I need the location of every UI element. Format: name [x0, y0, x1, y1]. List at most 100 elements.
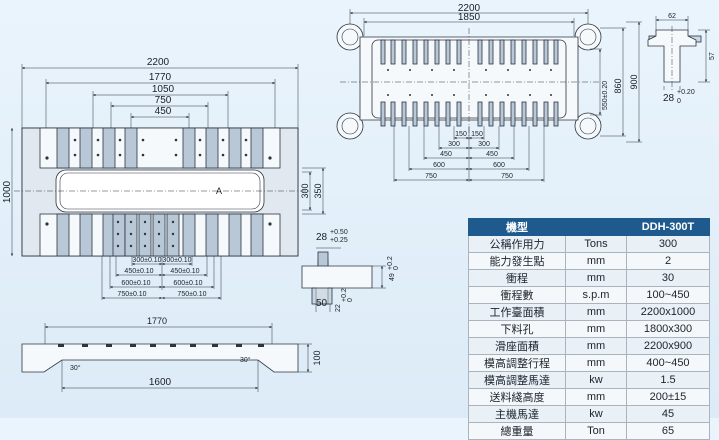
spec-table: 機型 DDH-300T 公稱作用力 Tons 300 能力發生點 mm 2 衝程…: [468, 218, 710, 440]
spec-row: 能力發生點 mm 2: [468, 252, 710, 270]
spec-row: 模高調整行程 mm 400~450: [468, 354, 710, 372]
bolster-slot-detail: 28 +0.50 +0.25 49 +0.2 0 50 22 +0.2 0: [301, 229, 400, 312]
slide-dim-750-left: 750: [425, 173, 437, 180]
slide-dim-600-right: 600: [493, 162, 505, 169]
slide-dim-2200: 2200: [458, 3, 481, 14]
dim-1770: 1770: [149, 72, 172, 83]
spec-name: 能力發生點: [468, 252, 566, 270]
spec-row: 模高調整馬達 kw 1.5: [468, 371, 710, 389]
dim-600-left: 600±0.10: [121, 280, 150, 287]
spec-value: 2200x900: [626, 337, 710, 355]
slide-dim-450-left: 450: [440, 151, 452, 158]
dim-600-right: 600±0.10: [173, 280, 202, 287]
slide-dim-750-right: 750: [501, 173, 513, 180]
spec-value: 30: [626, 269, 710, 287]
slide-dim-600-left: 600: [433, 162, 445, 169]
dim-750: 750: [155, 95, 172, 106]
dim-350: 350: [313, 183, 323, 198]
angle-left: 30°: [70, 364, 81, 372]
section-dim-1600: 1600: [149, 377, 172, 388]
spec-name: 模高調整馬達: [468, 371, 566, 389]
spec-unit: mm: [565, 303, 627, 321]
dim-1000: 1000: [2, 180, 13, 203]
angle-right: 30°: [240, 356, 251, 364]
dim-450-left: 450±0.10: [124, 268, 153, 275]
spec-header-label: 機型: [468, 218, 566, 236]
spec-row: 公稱作用力 Tons 300: [468, 235, 710, 253]
dim-1050: 1050: [152, 84, 175, 95]
slot-depth-tol-low: 0: [393, 266, 400, 270]
spec-name: 衝程: [468, 269, 566, 287]
spec-unit: mm: [565, 337, 627, 355]
dim-300-right: 300±0.10: [162, 257, 191, 264]
slide-bottom-dims: 150 150 300 300 450 450 600 600 750 750: [393, 126, 545, 182]
slide-dim-450-right: 450: [486, 151, 498, 158]
section-slot-profile: [58, 344, 264, 347]
spec-row: 主機馬達 kw 45: [468, 405, 710, 423]
spec-row: 滑座面積 mm 2200x900: [468, 337, 710, 355]
spec-value: 2200x1000: [626, 303, 710, 321]
spec-row: 衝程數 s.p.m 100~450: [468, 286, 710, 304]
spec-row: 工作臺面積 mm 2200x1000: [468, 303, 710, 321]
spec-value: 400~450: [626, 354, 710, 372]
spec-row: 總重量 Ton 65: [468, 422, 710, 440]
dim-300-left: 300±0.10: [132, 257, 161, 264]
bolster-holes: [45, 138, 272, 248]
spec-name: 送料綫高度: [468, 388, 566, 406]
slide-plan-view: 2200 1850: [336, 3, 642, 182]
slide-dim-150-left: 150: [455, 131, 467, 138]
dim-750-right: 750±0.10: [177, 291, 206, 298]
slot-bottom-tol-up: +0.2: [341, 288, 348, 302]
slot-depth-tol-up: +0.2: [387, 256, 394, 270]
bolster-plan-view: 2200 1770 1050 750 450 A: [2, 57, 326, 300]
spec-header-spacer: [565, 218, 627, 236]
tslot-base: 28: [663, 93, 675, 104]
slide-dim-900: 900: [629, 74, 639, 89]
spec-name: 總重量: [468, 422, 566, 440]
dim-2200: 2200: [147, 57, 170, 68]
slide-dim-300-right: 300: [478, 141, 490, 148]
spec-name: 衝程數: [468, 286, 566, 304]
spec-name: 滑座面積: [468, 337, 566, 355]
spec-unit: kw: [565, 371, 627, 389]
spec-unit: mm: [565, 388, 627, 406]
slide-dim-300-left: 300: [448, 141, 460, 148]
technical-drawing: 2200 1770 1050 750 450 A: [2, 3, 716, 392]
slide-bottom-slots: [380, 101, 559, 127]
slide-dim-150-right: 150: [471, 131, 483, 138]
tslot-depth: 57: [709, 52, 716, 60]
bolster-top-slots: [56, 127, 264, 169]
spec-unit: mm: [565, 269, 627, 287]
bolster-bottom-slots: [56, 213, 264, 257]
spec-value: 100~450: [626, 286, 710, 304]
slot-tol-up: +0.50: [330, 229, 348, 236]
spec-row: 送料綫高度 mm 200±15: [468, 388, 710, 406]
spec-value: 300: [626, 235, 710, 253]
spec-name: 工作臺面積: [468, 303, 566, 321]
spec-row: 衝程 mm 30: [468, 269, 710, 287]
spec-value: 65: [626, 422, 710, 440]
section-dim-1770: 1770: [147, 316, 167, 326]
slot-depth: 49: [389, 273, 396, 281]
spec-unit: kw: [565, 405, 627, 423]
spec-unit: mm: [565, 354, 627, 372]
spec-unit: Ton: [565, 422, 627, 440]
slot-bottom: 22: [335, 304, 342, 312]
slide-dim-860: 860: [613, 78, 623, 93]
spec-header-row: 機型 DDH-300T: [468, 218, 710, 236]
section-dim-100: 100: [312, 350, 322, 365]
spec-unit: mm: [565, 252, 627, 270]
dim-750-left: 750±0.10: [117, 291, 146, 298]
slot-tol-low: +0.25: [330, 237, 348, 244]
bolster-section-view: 1770 30° 30° 100 1600: [21, 316, 322, 392]
spec-unit: s.p.m: [565, 286, 627, 304]
tslot-detail: 62 57 28 +0.20 0: [647, 13, 716, 105]
slot-width: 50: [316, 298, 328, 309]
spec-name: 下料孔: [468, 320, 566, 338]
spec-name: 模高調整行程: [468, 354, 566, 372]
tslot-tol-low: 0: [677, 98, 681, 105]
spec-name: 主機馬達: [468, 405, 566, 423]
spec-value: 1.5: [626, 371, 710, 389]
slide-top-slots: [380, 39, 559, 65]
spec-unit: mm: [565, 320, 627, 338]
